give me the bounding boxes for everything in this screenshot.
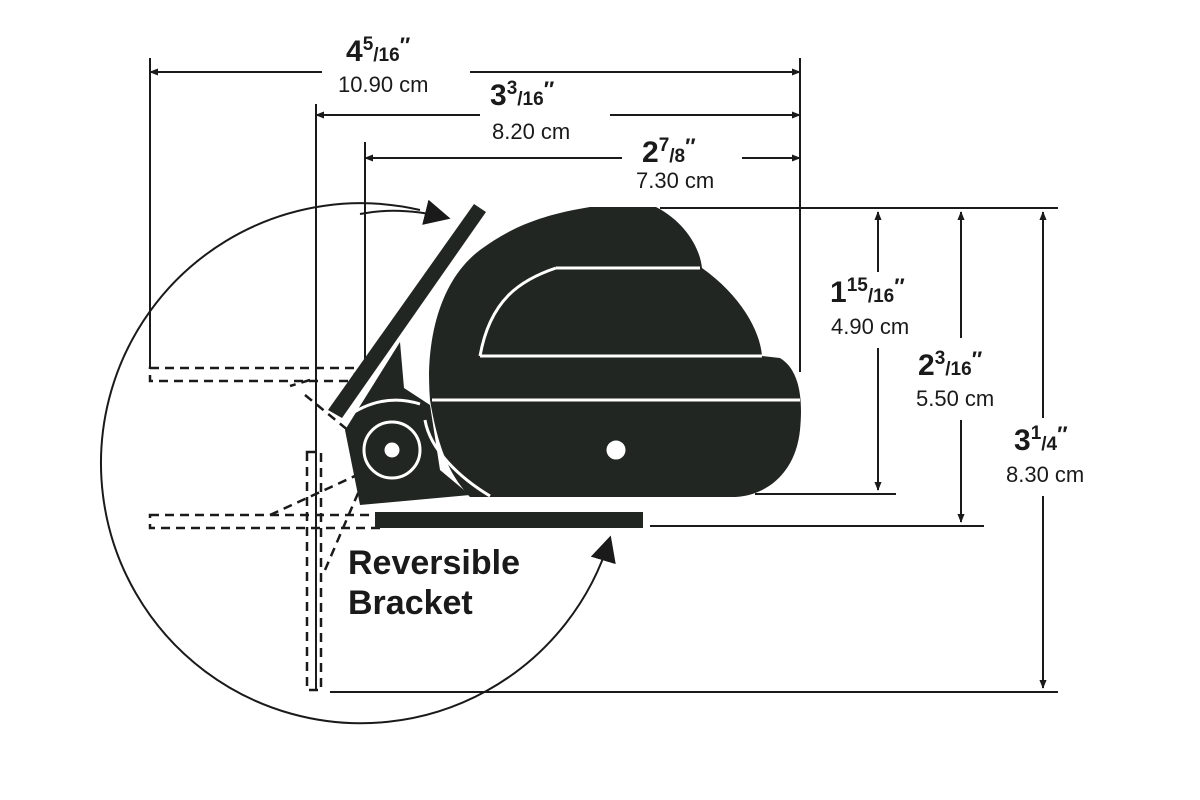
svg-text:7.30 cm: 7.30 cm xyxy=(636,168,714,193)
body-height-label: 115/16″ 4.90 cm xyxy=(830,274,909,339)
overall-width-label: 45/16″ 10.90 cm xyxy=(338,33,429,97)
overall-height-label: 31/4″ 8.30 cm xyxy=(1006,422,1084,487)
bracket-width-dimension xyxy=(315,104,801,690)
compass-body xyxy=(328,204,801,528)
svg-text:5.50 cm: 5.50 cm xyxy=(916,386,994,411)
svg-text:4.90 cm: 4.90 cm xyxy=(831,314,909,339)
rotation-arc-lower xyxy=(99,202,616,725)
bracket-width-label: 33/16″ 8.20 cm xyxy=(490,77,570,144)
svg-text:23/16″: 23/16″ xyxy=(918,347,983,382)
svg-text:33/16″: 33/16″ xyxy=(490,77,555,112)
dashed-bracket-bottom xyxy=(148,513,388,530)
rotation-arc-upper-arrow xyxy=(359,199,451,225)
overall-width-dimension xyxy=(149,58,801,368)
svg-text:45/16″: 45/16″ xyxy=(346,33,411,68)
compass-dome xyxy=(429,207,801,497)
body-screw xyxy=(603,437,629,463)
svg-text:31/4″: 31/4″ xyxy=(1014,422,1068,457)
svg-text:115/16″: 115/16″ xyxy=(830,274,905,309)
svg-text:8.30 cm: 8.30 cm xyxy=(1006,462,1084,487)
svg-text:27/8″: 27/8″ xyxy=(642,134,696,169)
caption-reversible: Reversible xyxy=(348,544,520,582)
body-width-dimension xyxy=(364,58,801,372)
bracket-arm xyxy=(328,204,486,418)
pivot-knob-center xyxy=(381,439,403,461)
mounted-height-label: 23/16″ 5.50 cm xyxy=(916,347,994,411)
body-width-label: 27/8″ 7.30 cm xyxy=(636,134,714,193)
caption-bracket: Bracket xyxy=(348,584,473,622)
svg-text:8.20 cm: 8.20 cm xyxy=(492,119,570,144)
svg-text:10.90 cm: 10.90 cm xyxy=(338,72,429,97)
base-plate xyxy=(375,512,643,528)
dashed-bracket-top xyxy=(148,366,357,388)
height-reference-lines xyxy=(330,207,1058,693)
